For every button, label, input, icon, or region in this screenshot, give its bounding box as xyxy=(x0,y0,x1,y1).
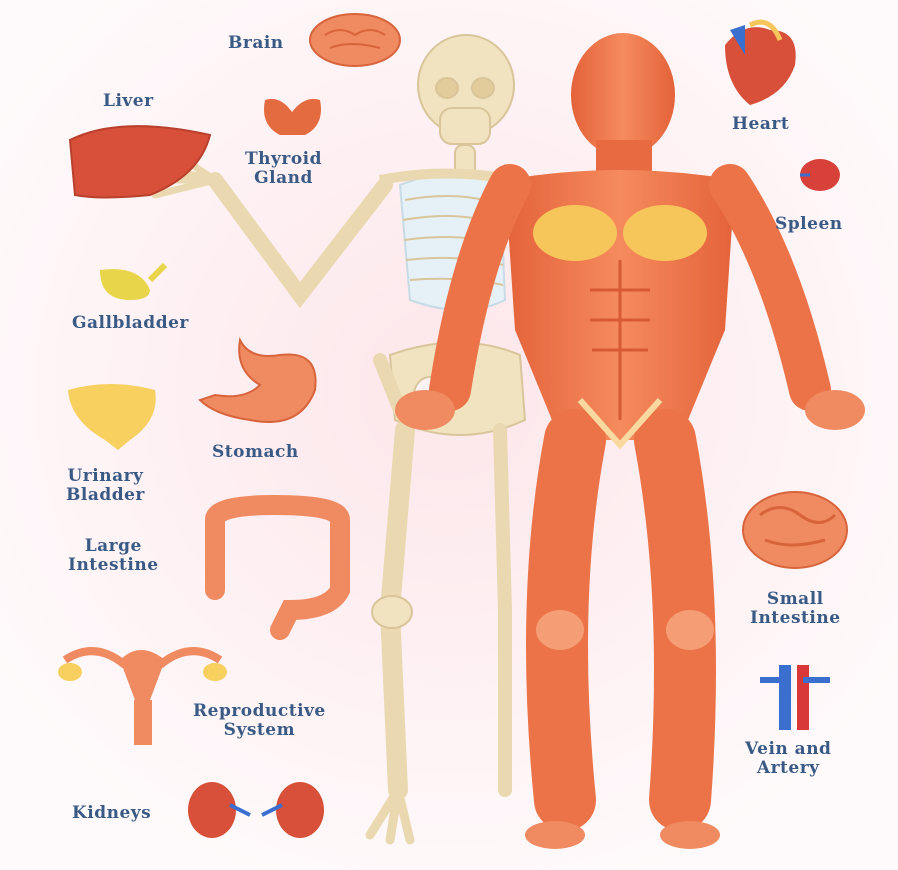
label-gallbladder: Gallbladder xyxy=(72,314,189,333)
label-heart: Heart xyxy=(732,115,789,134)
label-kidneys: Kidneys xyxy=(72,804,151,823)
brain-icon xyxy=(310,14,400,66)
label-liver: Liver xyxy=(103,92,154,111)
label-brain: Brain xyxy=(228,34,284,53)
small-intestine-icon xyxy=(743,492,847,568)
spleen-icon xyxy=(800,159,840,191)
label-spleen: Spleen xyxy=(775,215,843,234)
label-stomach: Stomach xyxy=(212,443,299,462)
